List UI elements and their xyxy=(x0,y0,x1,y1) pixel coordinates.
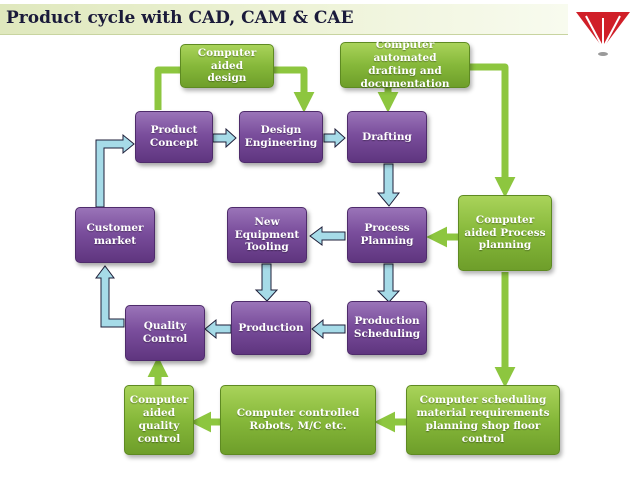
arrow-process-scheduling xyxy=(376,263,401,303)
arrow-production-quality xyxy=(204,318,232,340)
node-design-engineering: Design Engineering xyxy=(239,111,323,163)
node-computer-scheduling: Computer scheduling material requirement… xyxy=(406,385,560,455)
arrow-cad-out xyxy=(274,66,315,113)
arrow-quality-market xyxy=(95,265,125,328)
node-product-concept: Product Concept xyxy=(135,111,213,163)
node-production: Production xyxy=(231,301,311,355)
node-process-planning: Process Planning xyxy=(347,207,427,263)
arrow-market-concept xyxy=(95,133,135,208)
arrow-cad-in xyxy=(154,66,180,110)
arrow-process-equipment xyxy=(309,226,346,246)
node-production-scheduling: Production Scheduling xyxy=(347,301,427,355)
node-new-equipment-tooling: New Equipment Tooling xyxy=(227,207,307,263)
node-computer-aided-design: Computer aided design xyxy=(180,44,274,88)
arrow-equipment-production xyxy=(254,263,279,302)
arrow-drafting-process xyxy=(376,163,401,207)
logo-icon xyxy=(576,12,630,56)
title-bar: Product cycle with CAD, CAM & CAE xyxy=(0,4,568,35)
node-computer-aided-quality-control: Computer aided quality control xyxy=(124,385,194,455)
page-title: Product cycle with CAD, CAM & CAE xyxy=(6,8,354,28)
arrow-design-drafting xyxy=(323,127,346,149)
node-drafting: Drafting xyxy=(347,111,427,163)
arrow-scheduling-production xyxy=(311,318,346,340)
arrow-cadd-capp xyxy=(470,63,516,198)
node-computer-controlled-robots: Computer controlled Robots, M/C etc. xyxy=(220,385,376,455)
node-customer-market: Customer market xyxy=(75,207,155,263)
arrow-concept-design xyxy=(212,127,237,149)
node-quality-control: Quality Control xyxy=(125,305,205,361)
node-computer-aided-process-planning: Computer aided Process planning xyxy=(458,195,552,271)
node-computer-automated-drafting: Computer automated drafting and document… xyxy=(340,39,470,90)
